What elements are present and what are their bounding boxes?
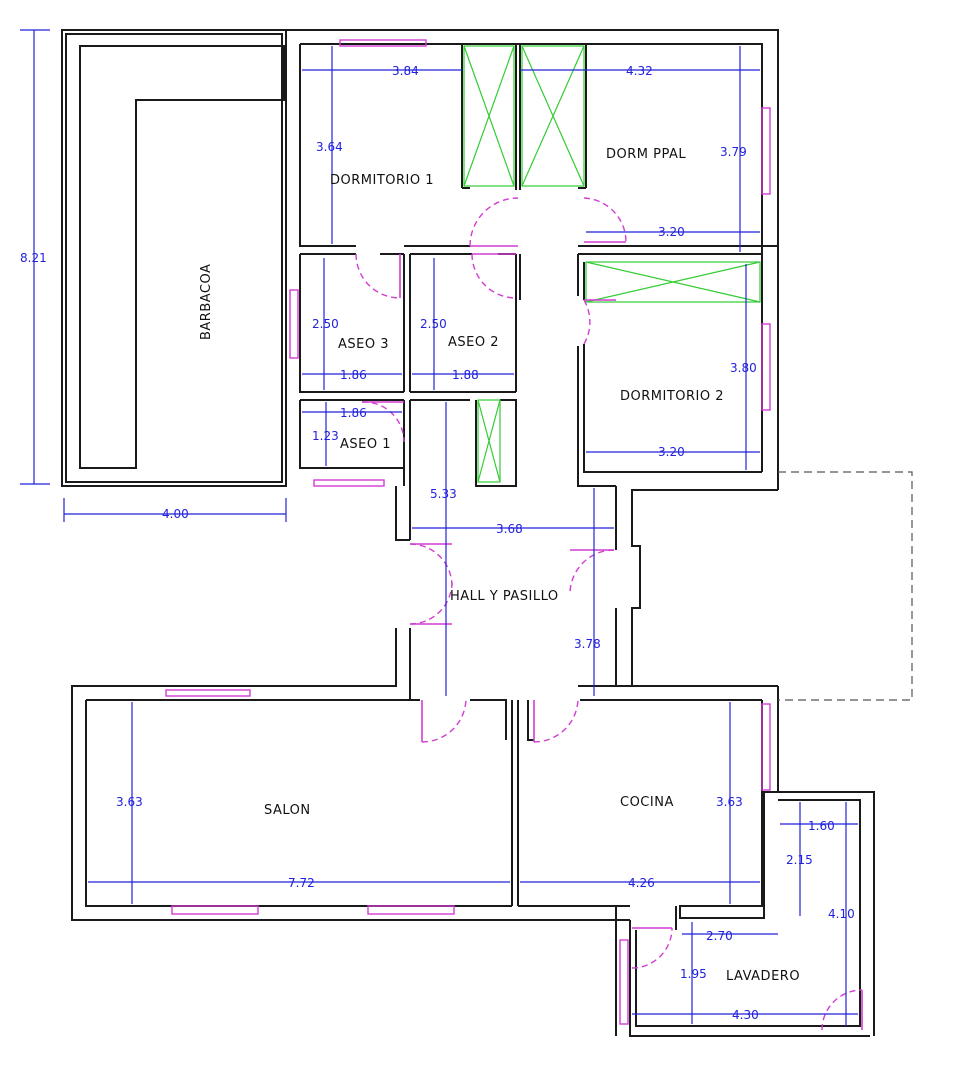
- dim-lav-height: 4.10: [828, 907, 855, 921]
- dimension-lines: [20, 29, 858, 1026]
- walls: [61, 29, 875, 1037]
- dim-lav-depth: 1.95: [680, 967, 707, 981]
- dim-cocina-height: 3.63: [716, 795, 743, 809]
- room-label-barbacoa: BARBACOA: [199, 264, 214, 340]
- room-label-aseo-1: ASEO 1: [340, 437, 391, 452]
- dim-lav-small-width: 1.60: [808, 819, 835, 833]
- room-label-lavadero: LAVADERO: [726, 969, 800, 984]
- dim-lav-width: 4.30: [732, 1008, 759, 1022]
- dim-lav-small-height: 2.15: [786, 853, 813, 867]
- dim-d1-width: 3.84: [392, 64, 419, 78]
- dim-salon-width: 7.72: [288, 876, 315, 890]
- room-label-dorm-ppal: DORM PPAL: [606, 147, 686, 162]
- room-label-dormitorio-2: DORMITORIO 2: [620, 389, 724, 404]
- dim-cocina-width: 4.26: [628, 876, 655, 890]
- dimension-labels: 8.21 4.00 3.84 3.64 4.32 3.79 3.20 2.50 …: [20, 64, 855, 1022]
- dim-barbacoa-width: 4.00: [162, 507, 189, 521]
- dim-aseo1-width: 1.86: [340, 406, 367, 420]
- dim-aseo3-height: 2.50: [312, 317, 339, 331]
- dim-hall-width: 3.68: [496, 522, 523, 536]
- dim-hall-length: 5.33: [430, 487, 457, 501]
- dim-salon-height: 3.63: [116, 795, 143, 809]
- dim-hall-height: 3.78: [574, 637, 601, 651]
- dim-lav-mid-width: 2.70: [706, 929, 733, 943]
- dim-d2-height: 3.80: [730, 361, 757, 375]
- dim-aseo2-width: 1.88: [452, 368, 479, 382]
- terrace-outline: [778, 471, 913, 701]
- windows: [165, 39, 771, 1025]
- dim-d1-height: 3.64: [316, 140, 343, 154]
- closets: [463, 45, 761, 483]
- doors: [355, 197, 863, 1031]
- dim-aseo1-height: 1.23: [312, 429, 339, 443]
- dim-total-height: 8.21: [20, 251, 47, 265]
- dim-aseo3-width: 1.86: [340, 368, 367, 382]
- dim-ppal-inner: 3.20: [658, 225, 685, 239]
- room-label-dormitorio-1: DORMITORIO 1: [330, 173, 434, 188]
- room-label-salon: SALON: [264, 803, 311, 818]
- dim-ppal-height: 3.79: [720, 145, 747, 159]
- room-labels: BARBACOA DORMITORIO 1 DORM PPAL ASEO 3 A…: [199, 147, 800, 984]
- dim-ppal-width: 4.32: [626, 64, 653, 78]
- dim-aseo2-height: 2.50: [420, 317, 447, 331]
- room-label-cocina: COCINA: [620, 795, 674, 810]
- room-label-aseo-2: ASEO 2: [448, 335, 499, 350]
- room-label-hall: HALL Y PASILLO: [450, 589, 559, 604]
- room-label-aseo-3: ASEO 3: [338, 337, 389, 352]
- dim-d2-width: 3.20: [658, 445, 685, 459]
